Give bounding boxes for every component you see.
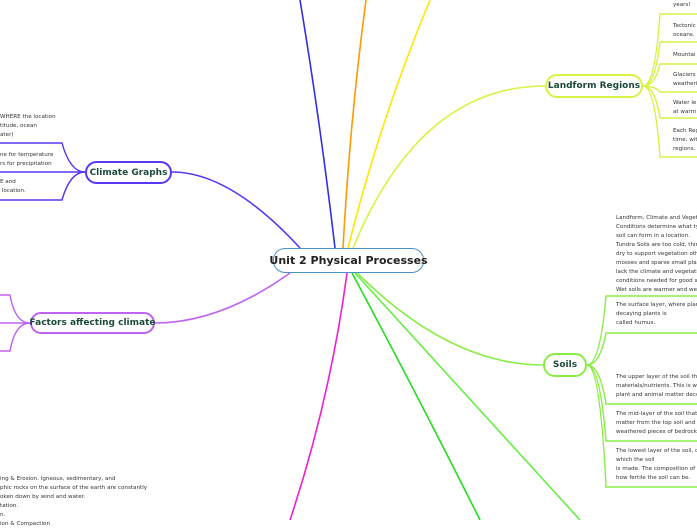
connector-factors — [154, 272, 291, 324]
weathering-note[interactable]: ing & Erosion. Igneous, sedimentary, and… — [0, 476, 148, 527]
climate-graphs-note[interactable]: ne for temperature rs for precipitation — [0, 152, 54, 167]
soils-note[interactable]: The upper layer of the soil tha material… — [616, 374, 697, 398]
landform-note[interactable]: Mountai — [673, 52, 696, 58]
topic-label: Landform Regions — [547, 81, 641, 91]
connector-landform — [352, 85, 546, 249]
landform-note[interactable]: Glaciers weatheri — [673, 72, 697, 87]
climate-graphs-note[interactable]: WHERE the location titude, ocean ater) — [0, 114, 56, 138]
soils-note[interactable]: Landform, Climate and Veget Conditions d… — [616, 215, 697, 293]
topic-label: Climate Graphs — [89, 167, 168, 178]
central-topic-label: Unit 2 Physical Processes — [269, 254, 428, 267]
topic-label: Factors affecting climate — [29, 318, 156, 328]
soils-note[interactable]: The lowest layer of the soil, c which th… — [616, 448, 697, 481]
landform-note[interactable]: years! — [673, 2, 691, 8]
connector-climate-graphs — [171, 171, 301, 249]
central-topic[interactable]: Unit 2 Physical Processes — [269, 248, 428, 273]
topic-factors-affecting-climate[interactable]: Factors affecting climate — [29, 312, 156, 334]
topic-climate-graphs[interactable]: Climate Graphs — [85, 161, 172, 184]
topic-soils[interactable]: Soils — [543, 353, 587, 377]
connector-orange — [342, 0, 367, 249]
connector-yellow — [347, 0, 431, 249]
connector-blue — [299, 0, 336, 249]
connector-green-2 — [354, 272, 581, 520]
soils-note[interactable]: The mid-layer of the soil that matter fr… — [616, 411, 697, 435]
connector-soils — [356, 272, 544, 366]
climate-graphs-note[interactable]: E and location. — [0, 179, 26, 194]
landform-note[interactable]: Water le at warm — [673, 100, 697, 115]
connector-magenta — [289, 272, 348, 520]
topic-label: Soils — [552, 360, 578, 370]
soils-note[interactable]: The surface layer, where plan decaying p… — [616, 302, 697, 326]
connector-green-1 — [351, 272, 481, 520]
topic-landform-regions[interactable]: Landform Regions — [545, 74, 643, 98]
landform-note[interactable]: Tectonic oceans. — [673, 23, 696, 38]
landform-note[interactable]: Each Reg time, wit regions. — [673, 128, 697, 152]
